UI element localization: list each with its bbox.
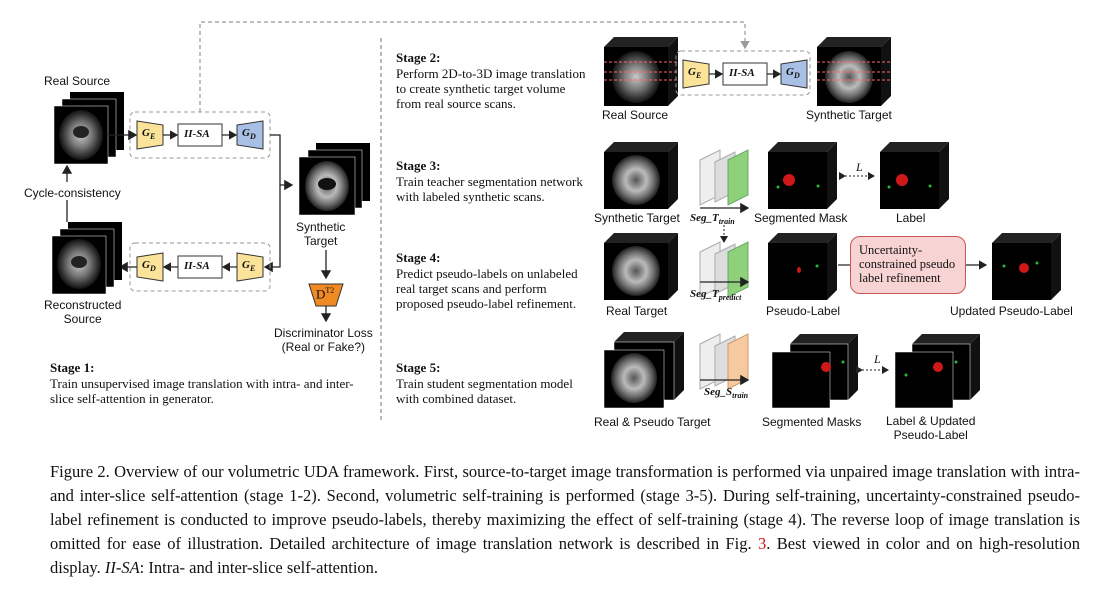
synthetic-line2: Target [304,234,338,248]
encoder-block-bottom [236,252,264,282]
seg-t-predict-label: Seg_Tpredict [690,288,742,303]
loss-label-stage5: L [874,352,881,366]
encoder-block-stage2 [682,59,710,89]
iisa-label-top: II-SA [184,128,210,140]
label-cube [880,142,949,209]
disc-line1: Discriminator Loss [274,326,373,340]
stage1-title: Stage 1: [50,360,95,375]
label-updated-line1: Label & Updated [886,414,976,428]
updated-pseudo-label-cube [992,233,1061,300]
synthetic-target-cube-stage3 [604,142,678,209]
segmented-mask-cube [768,142,837,209]
real-target-cube [604,233,678,300]
real-pseudo-target-label: Real & Pseudo Target [594,415,711,429]
iisa-label-stage2: II-SA [729,67,755,79]
seg-network-student [699,333,749,390]
pseudo-label-label: Pseudo-Label [766,304,841,318]
real-source-label: Real Source [44,74,111,88]
stage5-text: Train student segmentation model with co… [396,376,573,406]
stage1-text: Train unsupervised image translation wit… [50,376,354,406]
discriminator-loss-label: Discriminator Loss (Real or Fake?) [274,326,373,354]
caption-part1: Figure 2. Overview of our volumetric UDA… [50,462,1080,553]
seg-t-train-label: Seg_Ttrain [690,212,735,227]
segmented-masks-stack [771,334,858,409]
encoder-block-top [136,120,164,150]
stage3-synthetic-target-label: Synthetic Target [594,211,680,225]
stage5-title: Stage 5: [396,360,441,375]
real-pseudo-target-stack [603,332,684,409]
caption-part3: : Intra- and inter-slice self-attention. [139,558,379,577]
synthetic-target-label: Synthetic Target [296,220,345,248]
real-target-label: Real Target [606,304,668,318]
stage4-title: Stage 4: [396,250,441,265]
real-source-stack [53,92,124,165]
stage2-text: Perform 2D-to-3D image translation to cr… [396,66,586,111]
updated-pseudo-label-label: Updated Pseudo-Label [950,304,1073,318]
seg-network-teacher [699,149,749,206]
encoder-label-bottom: GE [242,259,256,274]
recon-line2: Source [63,312,102,326]
synthetic-target-stack [298,143,370,216]
label-updated-stack [894,334,980,409]
caption-abbr: II-SA [104,558,140,577]
encoder-label-stage2: GE [688,66,702,81]
figure-reference-link[interactable]: 3 [758,534,767,553]
discriminator-block [308,283,344,307]
stage2-synthetic-target-label: Synthetic Target [806,108,892,122]
synthetic-target-cube-stage2 [817,37,891,106]
discriminator-label: DT2 [316,286,335,302]
decoder-label-bottom: GD [142,259,156,274]
cycle-consistency-label: Cycle-consistency [24,186,121,200]
stage3-title: Stage 3: [396,158,441,173]
pseudo-label-cube [768,233,837,300]
decoder-block-bottom [136,252,164,282]
loss-label-stage3: L [856,160,863,174]
iisa-label-bottom: II-SA [184,260,210,272]
decoder-block-stage2 [780,59,808,89]
framework-diagram [51,21,1061,420]
label-updated-line2: Pseudo-Label [893,428,968,442]
caption-part2: . Best viewed in color and on high-resol… [50,534,1080,577]
decoder-label-top: GD [242,127,256,142]
segmented-masks-label: Segmented Masks [762,415,862,429]
recon-line1: Reconstructed [44,298,122,312]
figure-caption: Figure 2. Overview of our volumetric UDA… [50,460,1080,580]
generator-box-stage2 [675,50,811,96]
disc-line2: (Real or Fake?) [281,340,366,354]
seg-s-train-label: Seg_Strain [704,386,749,401]
stage2-title: Stage 2: [396,50,441,65]
stage3-text: Train teacher segmentation network with … [396,174,583,204]
reconstructed-source-label: Reconstructed Source [44,298,121,326]
synthetic-line1: Synthetic [296,220,346,234]
segmented-mask-label: Segmented Mask [754,211,848,225]
label-updated-pseudo-label: Label & Updated Pseudo-Label [886,414,975,442]
stage2-real-source-label: Real Source [602,108,669,122]
decoder-block-top [236,120,264,150]
decoder-label-stage2: GD [786,66,800,81]
reconstructed-source-stack [51,222,122,295]
encoder-label-top: GE [142,127,156,142]
real-source-cube [604,37,678,106]
stage4-text: Predict pseudo-labels on unlabeled real … [396,266,578,311]
label-label: Label [896,211,926,225]
refinement-box: Uncertainty-constrained pseudo label ref… [850,236,966,294]
